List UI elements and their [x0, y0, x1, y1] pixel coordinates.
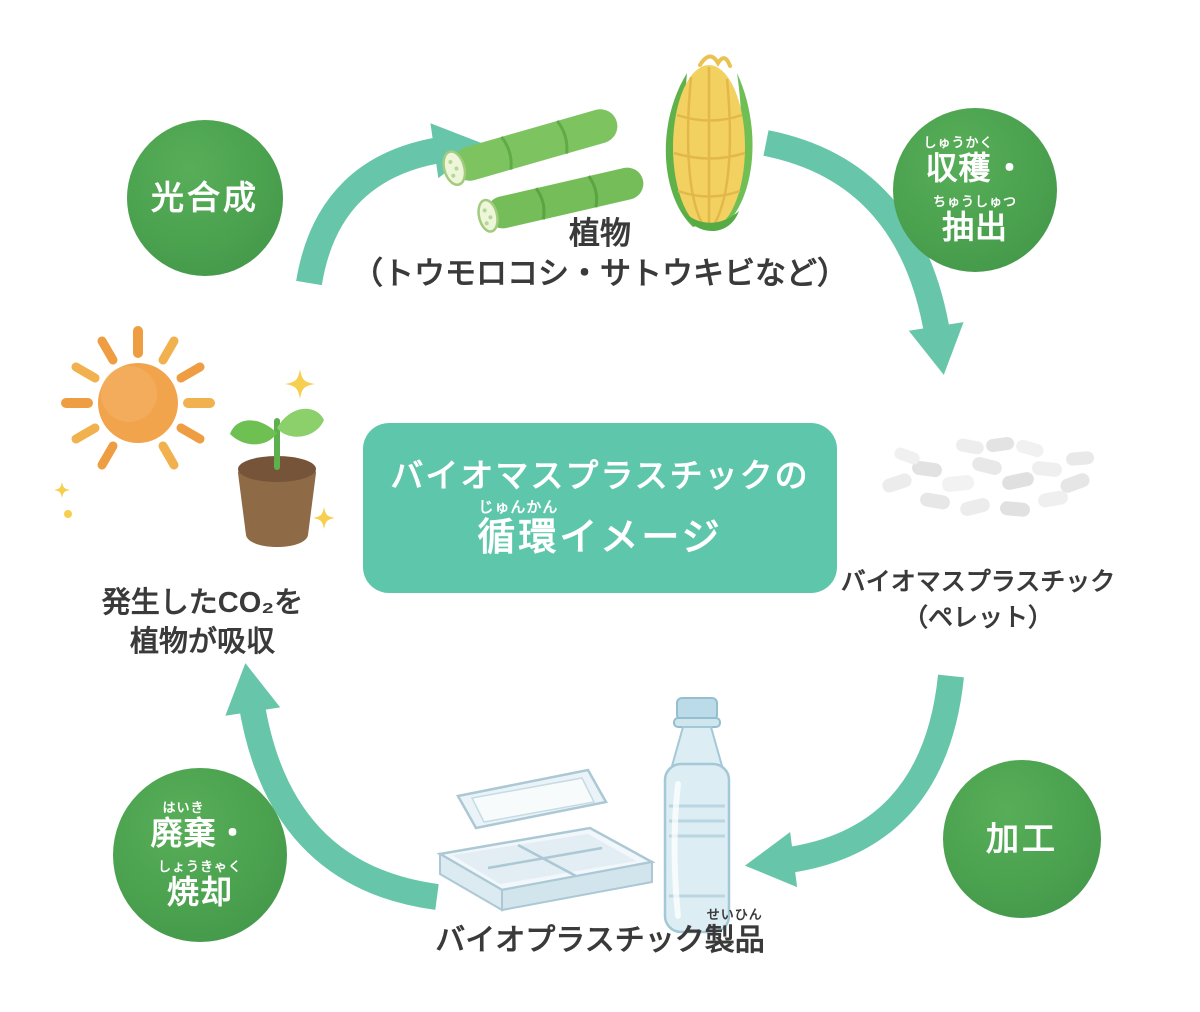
- disposal-line2: しょうきゃく 焼却: [158, 860, 242, 910]
- step-circle-photosynthesis: 光合成: [127, 120, 283, 276]
- ruby-chuushutsu: ちゅうしゅつ 抽出: [933, 195, 1017, 245]
- co2-line1: 発生したCO₂を: [101, 587, 304, 619]
- products-name-suffix: 製品: [704, 924, 765, 957]
- corn-icon: [665, 54, 753, 232]
- step-circle-processing: 加工: [943, 760, 1101, 918]
- title-word-image: イメージ: [559, 517, 723, 559]
- disposal-line1: はいき 廃棄 ・: [150, 801, 249, 851]
- step-word-harvest: 収穫: [925, 149, 992, 186]
- diagram-title-line2: じゅんかん 循環 イメージ: [477, 500, 722, 557]
- sun-and-sprout-illustration: [54, 326, 335, 547]
- step-word-extract: 抽出: [941, 208, 1008, 245]
- bottle-icon: [663, 697, 731, 934]
- sprout-icon: [230, 408, 324, 547]
- label-pellets: バイオマスプラスチック （ペレット）: [828, 564, 1128, 636]
- label-co2-absorption: 発生したCO₂を 植物が吸収: [40, 584, 365, 662]
- plants-examples: （トウモロコシ・サトウキビなど）: [352, 256, 848, 291]
- plants-name: 植物: [569, 216, 631, 251]
- separator-dot: ・: [216, 814, 250, 851]
- corn-and-sugarcane-illustration: [442, 54, 753, 233]
- harvest-line1: しゅうかく 収穫 ・: [923, 136, 1026, 186]
- sparkle-icon: [54, 369, 335, 529]
- plastic-pellets-illustration: [882, 436, 1095, 517]
- furigana: はいき: [162, 799, 205, 815]
- co2-line2: 植物が吸収: [129, 626, 275, 658]
- ruby-haiki: はいき 廃棄: [150, 801, 216, 851]
- separator-dot: ・: [993, 149, 1027, 186]
- step-circle-disposal-incineration: はいき 廃棄 ・ しょうきゃく 焼却: [113, 768, 287, 942]
- furigana: ちゅうしゅつ: [932, 193, 1017, 209]
- arrow-photosynthesis-to-plants: [296, 123, 483, 286]
- sugarcane-icon: [442, 109, 618, 186]
- title-ruby-junkan: じゅんかん 循環: [477, 500, 559, 557]
- step-label-photosynthesis: 光合成: [151, 178, 259, 216]
- diagram-title-box: バイオマスプラスチックの じゅんかん 循環 イメージ: [363, 423, 837, 593]
- sun-icon: [61, 326, 215, 470]
- furigana: しょうきゃく: [157, 858, 242, 874]
- step-circle-harvest-extract: しゅうかく 収穫 ・ ちゅうしゅつ 抽出: [893, 108, 1057, 272]
- arrow-products-to-co2: [225, 663, 439, 910]
- ruby-shoukyaku: しょうきゃく 焼却: [158, 860, 242, 910]
- title-word-junkan: 循環: [477, 517, 560, 559]
- step-label-processing: 加工: [986, 819, 1058, 857]
- pellets-sub: （ペレット）: [902, 604, 1053, 632]
- harvest-line2: ちゅうしゅつ 抽出: [933, 195, 1017, 245]
- label-products: バイオプラスチック せいひん 製品: [300, 908, 900, 957]
- container-icon: [436, 768, 656, 912]
- step-word-disposal: 廃棄: [150, 814, 217, 851]
- step-word-incineration: 焼却: [166, 873, 233, 910]
- diagram-title-line1: バイオマスプラスチックの: [390, 457, 810, 494]
- pellets-icon: [882, 436, 1095, 517]
- arrow-pellets-to-products: [744, 674, 964, 888]
- label-plants: 植物 （トウモロコシ・サトウキビなど）: [250, 214, 950, 294]
- furigana: じゅんかん: [478, 499, 559, 516]
- ruby-seihin: せいひん 製品: [705, 908, 765, 957]
- pellets-name: バイオマスプラスチック: [840, 568, 1116, 596]
- furigana: せいひん: [706, 907, 763, 922]
- sugarcane-icon: [477, 167, 644, 233]
- arrow-plants-to-pellets: [763, 130, 964, 375]
- products-name: バイオプラスチック: [435, 924, 705, 957]
- furigana: しゅうかく: [923, 134, 994, 150]
- bottle-and-container-illustration: [436, 697, 731, 934]
- ruby-shuukaku: しゅうかく 収穫: [923, 136, 993, 186]
